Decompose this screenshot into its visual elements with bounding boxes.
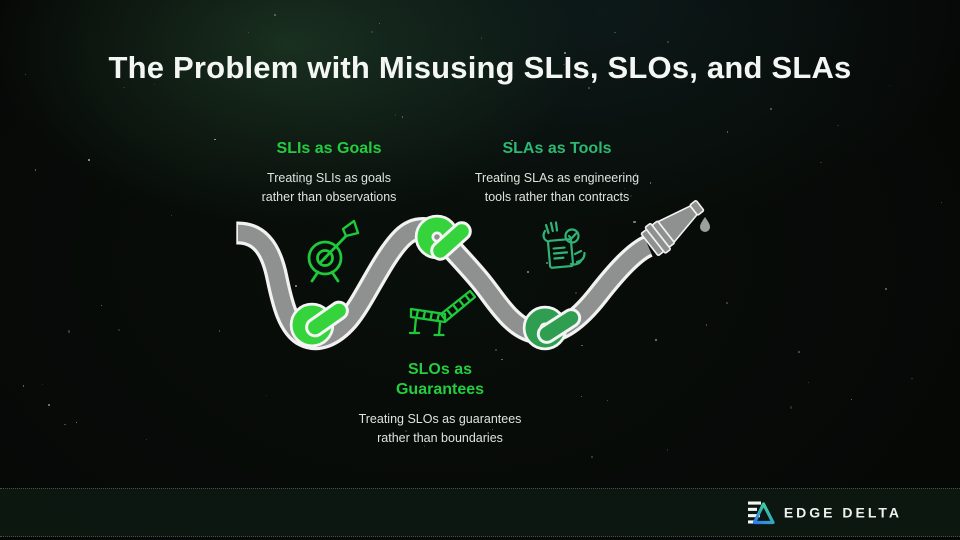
- section-body-slas: Treating SLAs as engineering tools rathe…: [474, 171, 640, 204]
- page-title: The Problem with Misusing SLIs, SLOs, an…: [108, 50, 852, 85]
- section-slis-as-goals: SLIs as Goals Treating SLIs as goals rat…: [219, 139, 439, 207]
- section-body-slis: Treating SLIs as goals rather than obser…: [261, 171, 397, 204]
- section-heading-slis: SLIs as Goals: [276, 140, 382, 157]
- edge-delta-logo-icon: [747, 501, 775, 524]
- hose-knot-1: [289, 300, 349, 348]
- hose-nozzle: [640, 200, 705, 256]
- barrier-icon: [408, 289, 477, 337]
- brand-name: EDGE DELTA: [783, 504, 902, 521]
- hose-open-end: [236, 221, 239, 245]
- knotted-hose-illustration: [236, 200, 710, 351]
- section-heading-slas: SLAs as Tools: [502, 140, 612, 157]
- target-arrow-icon: [307, 219, 360, 283]
- footer-band: EDGE DELTA: [0, 488, 960, 537]
- water-drop-icon: [700, 217, 710, 232]
- hose-knot-2: [414, 214, 472, 261]
- section-slos-as-guarantees: SLOs as Guarantees Treating SLOs as guar…: [340, 360, 540, 448]
- section-body-slos: Treating SLOs as guarantees rather than …: [358, 412, 522, 445]
- section-heading-slos: SLOs as Guarantees: [395, 361, 485, 398]
- hose-knot-3: [522, 305, 582, 351]
- brand-lockup: EDGE DELTA: [747, 500, 902, 525]
- section-slas-as-tools: SLAs as Tools Treating SLAs as engineeri…: [447, 139, 667, 207]
- contract-check-icon: [542, 221, 586, 269]
